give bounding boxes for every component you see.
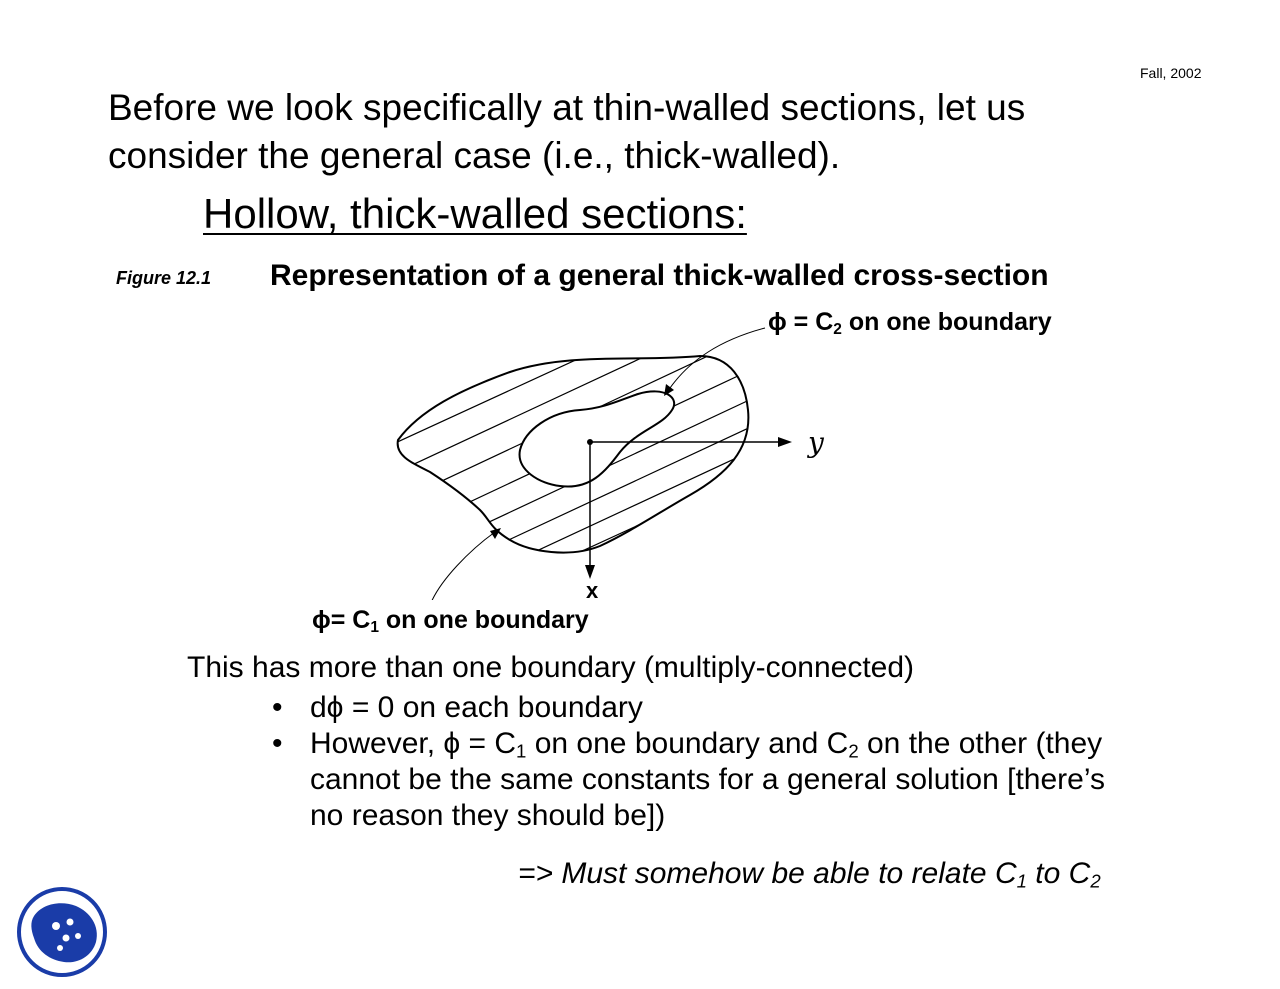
intro-paragraph: Before we look specifically at thin-wall…: [108, 84, 1025, 180]
y-axis-arrowhead: [778, 437, 792, 447]
bullet-list: • dϕ = 0 on each boundary • However, ϕ =…: [272, 690, 1105, 834]
body-statement: This has more than one boundary (multipl…: [187, 651, 915, 684]
inner-boundary-label: ϕ = C2 on one boundary: [768, 308, 1052, 337]
bullet-2-line-1: However, ϕ = C1 on one boundary and C2 o…: [310, 726, 1105, 762]
x-axis-arrowhead: [585, 565, 595, 579]
inner-label-prefix: ϕ = C: [768, 308, 834, 336]
conclusion-mid: to C: [1026, 857, 1091, 890]
conclusion-line: => Must somehow be able to relate C1 to …: [518, 857, 1101, 891]
bullet-item-2: • However, ϕ = C1 on one boundary and C2…: [272, 726, 1105, 834]
conclusion-prefix: => Must somehow be able to relate C: [518, 857, 1017, 890]
cross-section-diagram: y x: [396, 327, 825, 600]
bullet-2-part-3: on the other (they: [858, 727, 1103, 760]
outer-label-prefix: ϕ= C: [312, 606, 371, 634]
conclusion-sub-1: 1: [1016, 870, 1027, 892]
conclusion-sub-2: 2: [1090, 870, 1101, 892]
figure-number: Figure 12.1: [116, 268, 212, 288]
bullet-2-line-3: no reason they should be]): [310, 799, 666, 832]
date-label: Fall, 2002: [1140, 65, 1202, 81]
inner-label-sub: 2: [833, 320, 842, 338]
outer-boundary-label: ϕ= C1 on one boundary: [312, 606, 589, 635]
intro-line-1: Before we look specifically at thin-wall…: [108, 87, 1026, 128]
figure-caption: Representation of a general thick-walled…: [270, 259, 1049, 292]
bullet-2-part-1: However, ϕ = C: [310, 727, 517, 760]
bullet-2-line-2: cannot be the same constants for a gener…: [310, 763, 1105, 796]
inner-label-suffix: on one boundary: [841, 308, 1052, 336]
outer-leader-arrowhead: [490, 528, 501, 539]
outer-boundary: [396, 354, 750, 554]
bullet-text-2: However, ϕ = C1 on one boundary and C2 o…: [310, 726, 1105, 834]
bullet-text-1: dϕ = 0 on each boundary: [310, 691, 643, 724]
bullet-dot: •: [272, 691, 283, 724]
bullet-item-1: • dϕ = 0 on each boundary: [272, 690, 1105, 726]
intro-line-2: consider the general case (i.e., thick-w…: [108, 135, 841, 176]
outer-label-suffix: on one boundary: [378, 606, 589, 634]
bullet-2-sub-2: 2: [848, 740, 859, 762]
bullet-dot: •: [272, 727, 283, 760]
bullet-2-part-2: on one boundary and C: [526, 727, 849, 760]
mit-logo-icon: [17, 887, 107, 977]
x-axis-label: x: [586, 578, 599, 600]
inner-leader-arrowhead: [664, 384, 674, 396]
section-heading: Hollow, thick-walled sections:: [203, 190, 747, 237]
inner-boundary: [518, 390, 675, 488]
outer-leader-line: [431, 531, 496, 600]
bullet-2-sub-1: 1: [516, 740, 527, 762]
outer-label-sub: 1: [370, 618, 379, 636]
y-axis-label: y: [806, 426, 825, 459]
inner-leader-line: [669, 327, 766, 389]
